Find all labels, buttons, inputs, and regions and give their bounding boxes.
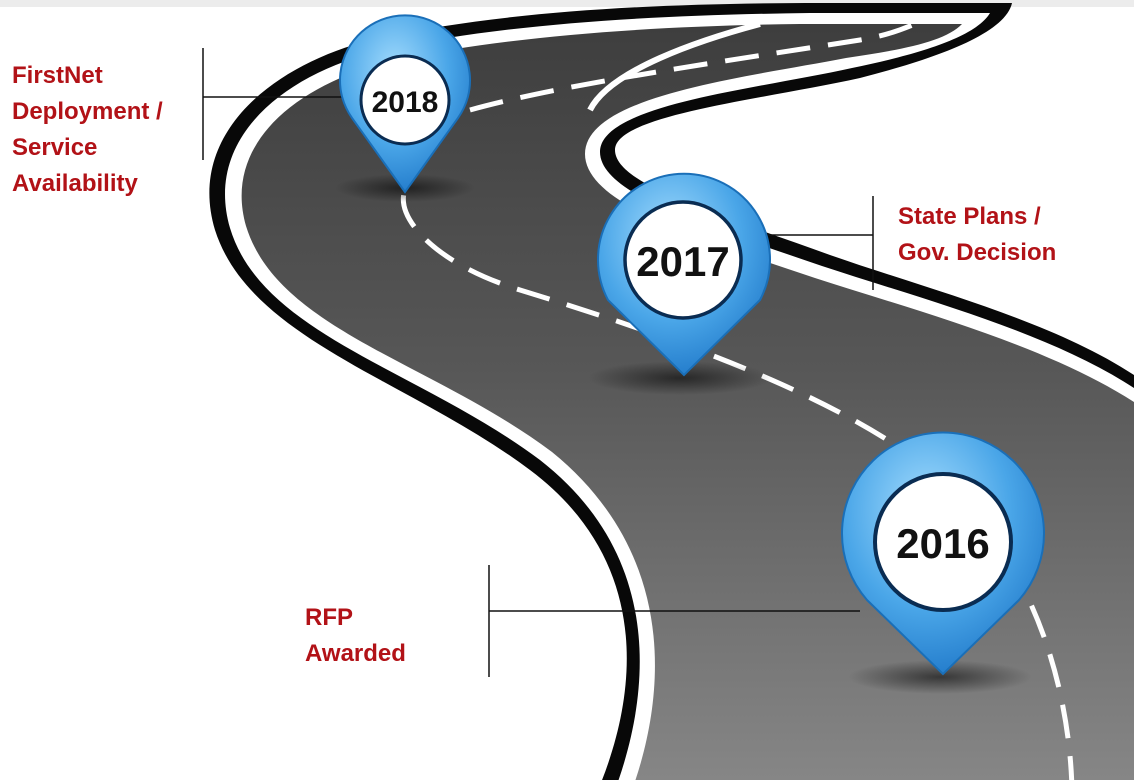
year-2016: 2016 <box>896 520 989 567</box>
pin-2016: 2016 <box>841 431 1045 694</box>
label-2017: State Plans / Gov. Decision <box>898 199 1056 271</box>
label-2018-line-2: Deployment / <box>12 98 163 125</box>
connector-2017 <box>768 196 874 290</box>
label-2016: RFP Awarded <box>305 600 406 672</box>
road-center-line-upper <box>469 21 916 113</box>
label-2017-line-1: State Plans / <box>898 203 1041 230</box>
road-inner-edge <box>587 21 761 112</box>
label-2018: FirstNet Deployment / Service Availabili… <box>12 58 163 202</box>
label-2018-line-3: Service <box>12 134 98 161</box>
label-2018-line-1: FirstNet <box>12 62 103 89</box>
pin-2017: 2017 <box>588 172 772 395</box>
connector-2018 <box>202 48 345 160</box>
top-strip <box>0 0 1134 7</box>
year-2017: 2017 <box>636 238 729 285</box>
year-2018: 2018 <box>372 86 439 119</box>
label-2017-line-2: Gov. Decision <box>898 239 1057 266</box>
road-center-line <box>400 189 1075 780</box>
label-2016-line-2: Awarded <box>305 640 406 667</box>
connector-2016 <box>488 565 860 677</box>
pin-2018: 2018 <box>335 14 475 202</box>
label-2018-line-4: Availability <box>12 170 138 197</box>
label-2016-line-1: RFP <box>305 604 353 631</box>
